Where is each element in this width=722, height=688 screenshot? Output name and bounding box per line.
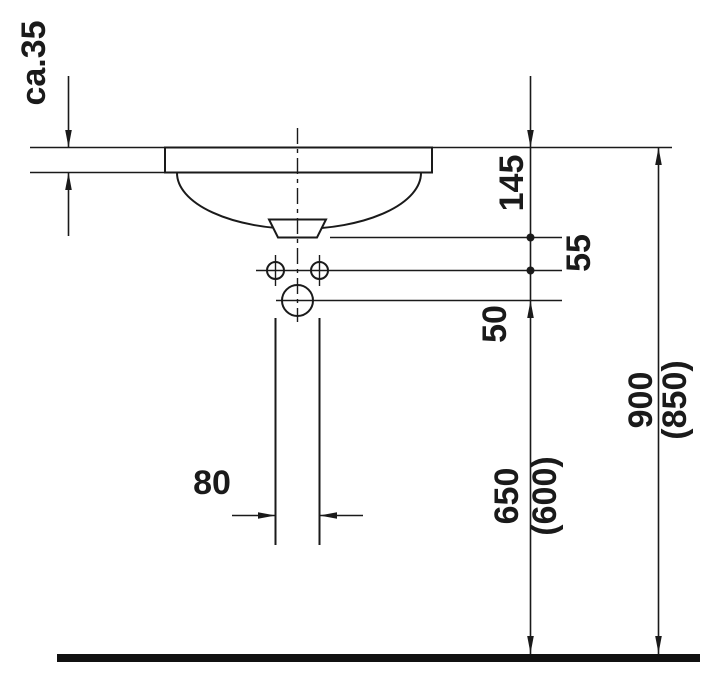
dim-label-top-height-alt: (850) <box>656 360 694 439</box>
dim-total-height: 900 (850) <box>622 147 694 654</box>
arrow-up-icon <box>527 300 534 318</box>
dim-label-outlet-height-alt: (600) <box>526 456 564 535</box>
arrow-up-icon <box>65 172 72 190</box>
dim-label-drain-to-tapholes: 55 <box>560 234 598 272</box>
waste-outlet-hole <box>281 284 314 317</box>
dim-pipe-width: 80 <box>193 464 363 519</box>
arrow-down-icon <box>655 636 662 654</box>
dim-label-pipe-width: 80 <box>193 464 231 502</box>
arrow-right-icon <box>258 512 276 519</box>
arrow-down-icon <box>65 130 72 148</box>
dim-dot <box>526 233 535 242</box>
arrow-down-icon <box>527 130 534 148</box>
arrow-left-icon <box>319 512 337 519</box>
washbasin <box>164 128 433 545</box>
dim-label-counter-thickness: ca.35 <box>15 20 53 105</box>
arrow-down-icon <box>527 636 534 654</box>
countertop <box>164 146 433 174</box>
extension-lines <box>30 146 672 302</box>
taphole-left <box>266 261 285 280</box>
dim-label-counter-to-drain: 145 <box>493 155 531 212</box>
dim-label-outlet-height: 650 <box>488 468 526 525</box>
arrow-up-icon <box>655 147 662 165</box>
dim-label-top-height: 900 <box>622 372 660 429</box>
dim-dot <box>526 266 535 275</box>
dim-label-tapholes-to-outlet: 50 <box>476 305 514 343</box>
dim-chain-right: 145 55 50 650 (600) <box>476 76 598 654</box>
dim-counter-thickness: ca.35 <box>15 20 72 236</box>
taphole-right <box>310 261 329 280</box>
